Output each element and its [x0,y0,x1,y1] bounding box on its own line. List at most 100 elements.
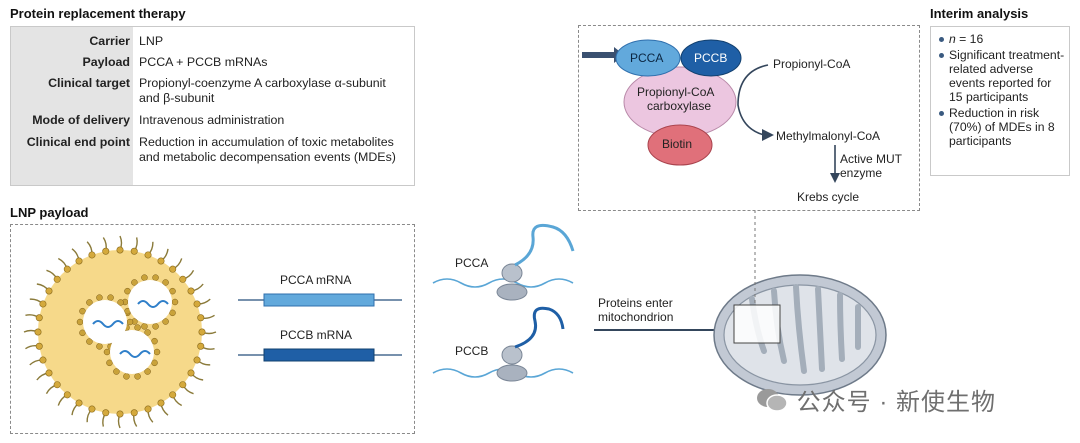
reaction-curve [737,64,769,136]
lipid-head [187,287,195,295]
inner-lipid-head [131,279,138,286]
lipid-head [179,381,187,389]
lipid-head [197,342,205,350]
n-variable: n [949,32,956,46]
inner-lipid-head [123,373,130,380]
row-key: Mode of delivery [32,113,130,127]
lipid-head [157,257,165,265]
row-key: Carrier [89,34,130,48]
biotin-label: Biotin [662,137,693,151]
inner-lipid-head [134,373,141,380]
payload-box [10,224,415,434]
lipid-head [35,314,43,322]
inner-lipid-head [126,318,134,326]
arrow-label-line2: mitochondrion [598,310,674,324]
lipid-head [88,405,96,413]
pccb-ribosome-label: PCCB [455,344,489,358]
row-value: Intravenous administration [139,113,285,127]
inner-lipid-head [79,307,86,315]
lipid-head [187,369,195,377]
pcca-subunit-label: PCCA [630,51,664,65]
inner-lipid-head [151,337,158,345]
inner-lipid-head [153,348,161,356]
watermark-text: 公众号 · 新使生物 [796,389,996,416]
therapy-title: Protein replacement therapy [10,6,186,21]
translation-diagram [432,223,575,382]
n-value: = 16 [955,32,984,46]
aqueous-core-1 [128,280,172,324]
pcca-mrna-label: PCCA mRNA [280,273,352,287]
lipid-heads [34,246,206,418]
inner-lipid-head [144,368,151,375]
interim-item-mde-reduction: Reduction in risk (70%) of MDEs in 8 par… [937,106,1065,148]
inner-lipid-head [162,318,169,325]
lipid-head [63,265,71,273]
lipid-head [102,247,110,255]
aqueous-core-3 [110,330,154,374]
lipid-head [116,410,124,418]
lipid-head [130,409,138,417]
inner-lipid-head [141,323,148,330]
row-key: Payload [82,55,130,69]
row-value: PCCA + PCCB mRNAs [139,55,268,69]
biotin-domain [647,124,713,166]
lipid-head [34,328,42,336]
ribosome-small-subunit-pccb [501,345,523,365]
lipid-head [75,399,83,407]
lipid-head [39,300,47,308]
pccb-protein-chain [514,306,565,349]
pcca-mrna-bar [263,293,375,307]
inner-lipid-head [171,298,179,306]
inner-lipid-head [106,359,113,367]
inner-lipid-head [86,299,93,306]
interim-title: Interim analysis [930,6,1029,21]
inner-lipid-head [151,359,158,367]
inner-lipid-head [169,287,176,295]
interim-item-n: n = 16 [937,32,1065,46]
mrna-strand-2 [92,320,124,328]
aqueous-core-2 [83,300,127,344]
pccb-subunit [680,39,742,77]
pccb-mrna-label: PCCB mRNA [280,328,353,342]
interim-list: n = 16 Significant treatment-related adv… [937,32,1065,150]
arrow-label-line1: Proteins enter [598,296,673,310]
entry-arrow [582,47,624,63]
inner-lipid-head [96,343,103,350]
inner-lipid-head [113,368,120,375]
lnp-diagram [23,235,402,429]
pcca-protein-chain [514,223,575,267]
mrna-strand-3 [119,350,151,358]
lipid-head [45,287,53,295]
mut-label-line2: enzyme [840,166,883,180]
row-key: Clinical end point [26,135,130,149]
enzyme-box [578,25,920,211]
lipid-head [144,251,152,259]
row-value: Propionyl-coenzyme A carboxylase α-subun… [139,76,386,105]
inner-lipid-head [162,279,169,286]
lipid-head [45,369,53,377]
inner-lipid-head [169,309,176,317]
mrna-strand-1 [137,300,169,308]
inner-lipid-head [76,318,84,326]
row-key: Clinical target [48,76,130,90]
lipid-head [179,275,187,283]
pcca-subunit [615,39,681,77]
lipid-head [197,314,205,322]
lipid-head [116,246,124,254]
enzyme-diagram [582,39,840,183]
zoom-region [733,304,781,344]
lipid-head [53,381,61,389]
lipid-head [53,275,61,283]
lipid-head [169,391,177,399]
inner-lipid-head [141,274,148,281]
pcca-mrna-strand [432,278,574,288]
mitochondrion-cristae [749,284,861,374]
inner-lipid-head [144,329,151,336]
lipid-head [88,251,96,259]
watermark: 公众号 · 新使生物 [755,382,996,417]
lipid-head [169,265,177,273]
lipid-head [144,405,152,413]
complex-label-line1: Propionyl-CoA [637,85,715,99]
pccb-mrna-bar [263,348,375,362]
inner-lipid-head [117,299,124,306]
